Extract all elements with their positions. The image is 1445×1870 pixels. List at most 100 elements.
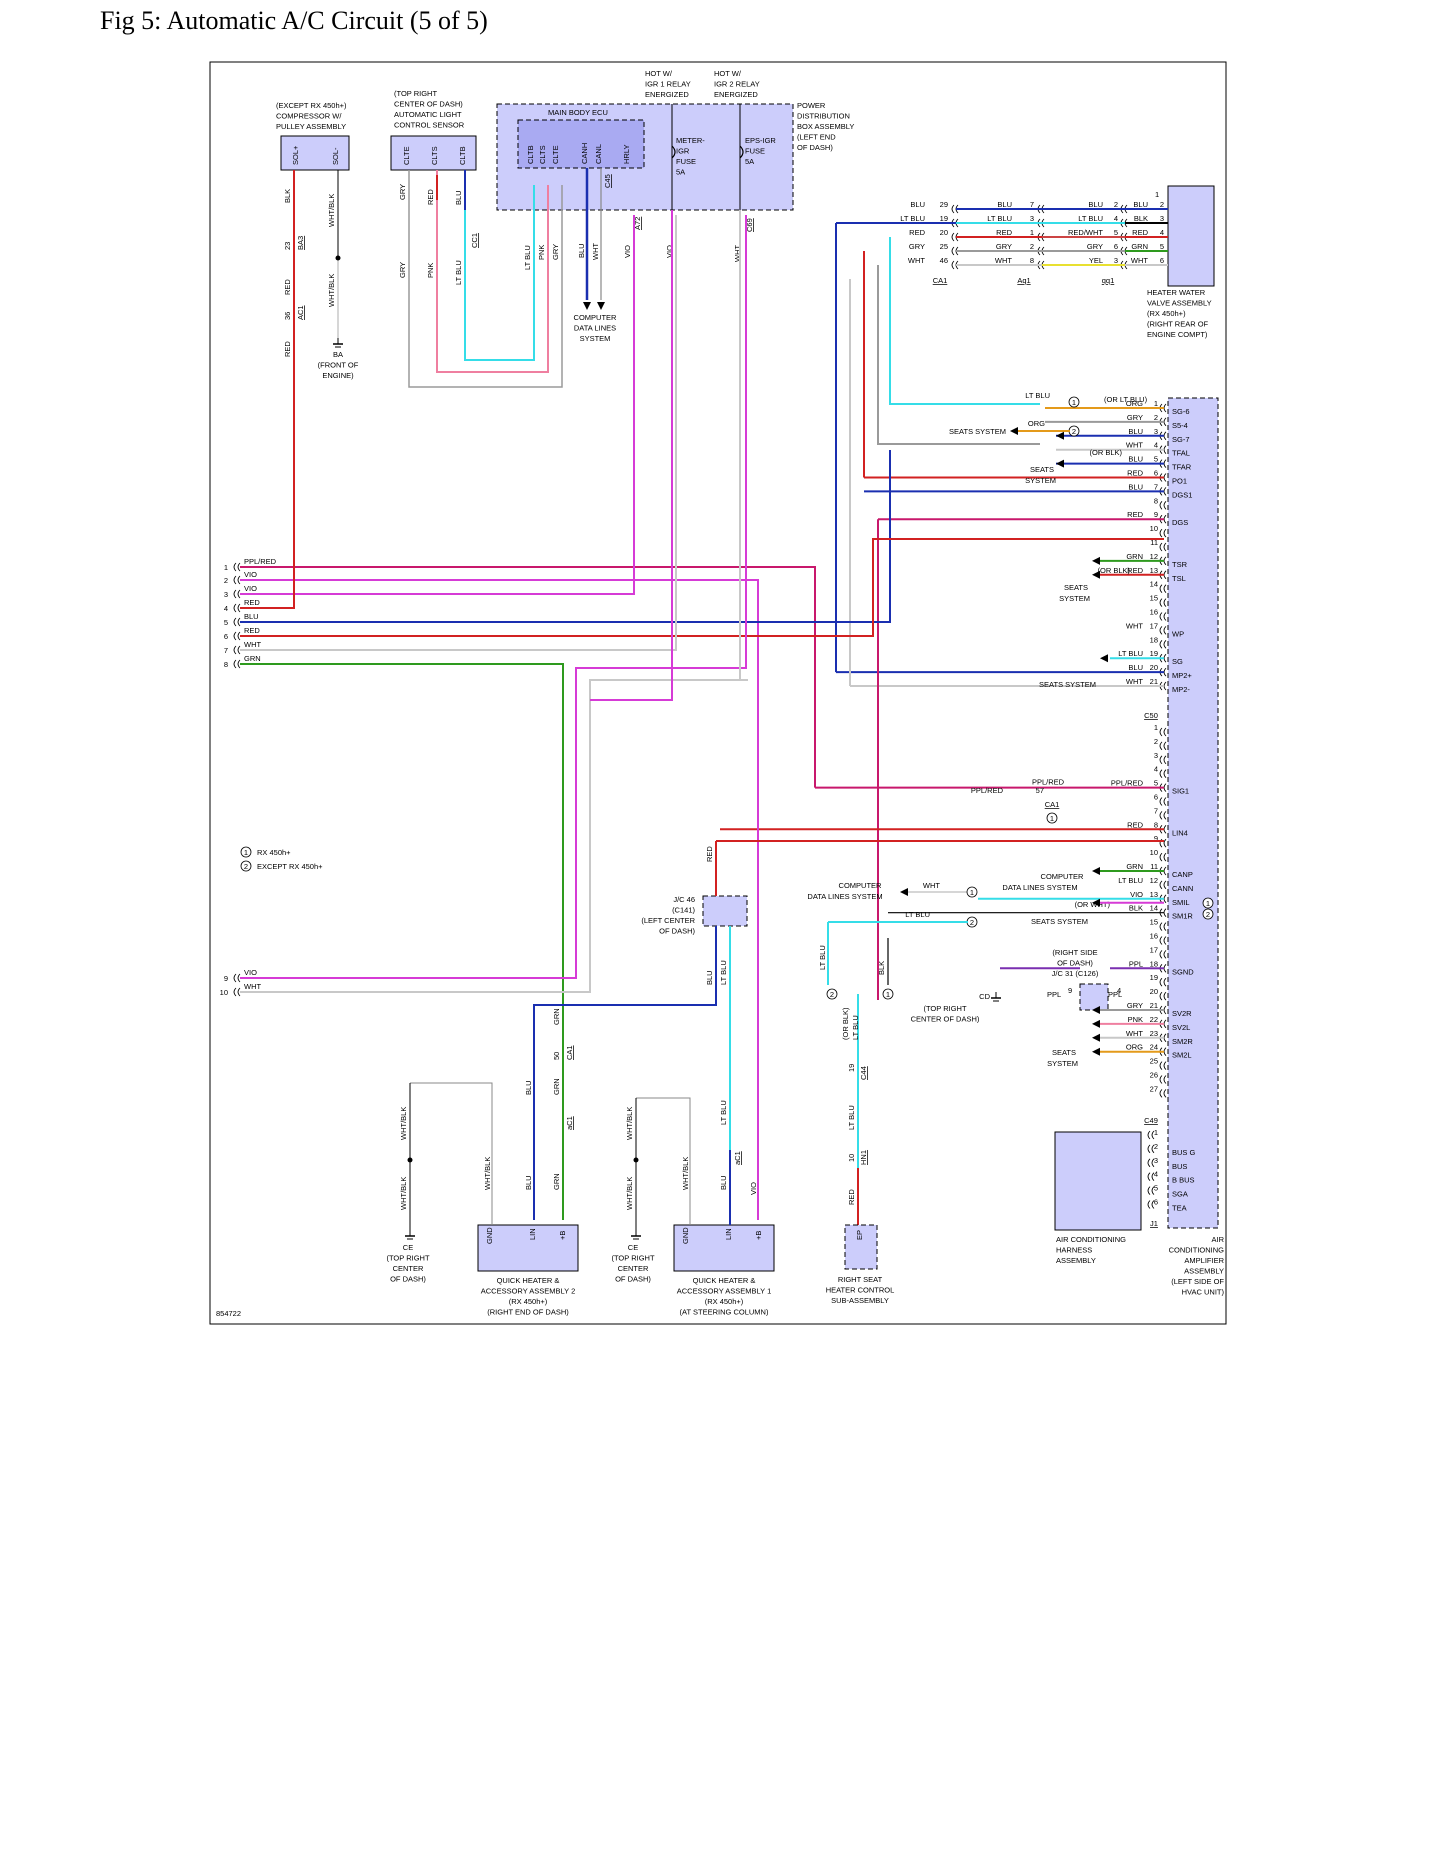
wire-color-label: VIO (749, 1182, 758, 1195)
page-title: Fig 5: Automatic A/C Circuit (5 of 5) (100, 6, 488, 35)
jc31-box (1079, 983, 1109, 1011)
pin-number: 17 (1150, 621, 1158, 630)
component-label: (FRONT OF (318, 361, 359, 370)
wire-color-label: LT BLU (1078, 214, 1103, 223)
wire-color-label: RED (847, 1189, 856, 1205)
pin-number: 18 (1150, 959, 1158, 968)
component-label: FUSE (745, 147, 765, 156)
compressor-box (280, 135, 350, 171)
wire-color-label: WHT (1126, 441, 1143, 450)
wire-color-label: BLU (1128, 455, 1143, 464)
wire-color-label: GRN (244, 654, 261, 663)
component-label: CONDITIONING (1169, 1246, 1225, 1255)
pin-number: 14 (1150, 580, 1158, 589)
wire-color-label: VIO (1130, 890, 1143, 899)
component-label: DATA LINES (574, 324, 616, 333)
wire-color-label: BLU (577, 243, 586, 258)
pin-number: 11 (1150, 538, 1158, 547)
connector-mark (1159, 598, 1167, 607)
pin-number: 6 (1154, 1198, 1158, 1207)
pin-name: CANH (580, 143, 589, 164)
variant-number: 1 (1072, 398, 1076, 407)
connector-mark (1159, 584, 1167, 593)
wire-color-label: PNK (1128, 1015, 1143, 1024)
wire-color-label: LT BLU (905, 910, 930, 919)
variant-circle (966, 886, 978, 898)
pin-number: 25 (940, 242, 948, 251)
wire-color-label: GRN (552, 1173, 561, 1190)
connector-id: CA1 (565, 1045, 574, 1060)
variant-circle (826, 988, 838, 1000)
pin-number: 23 (1150, 1029, 1158, 1038)
pin-number: 20 (1150, 663, 1158, 672)
component-label: DISTRIBUTION (797, 112, 850, 121)
wire-color-label: PPL (1129, 959, 1143, 968)
connector-id: A72 (633, 217, 642, 230)
component-label: CE (628, 1243, 638, 1252)
component-label: AIR CONDITIONING (1056, 1235, 1126, 1244)
connector-id: BA3 (296, 236, 305, 250)
pin-name: SOL+ (291, 145, 300, 165)
connector-mark (233, 645, 241, 655)
pin-name: BUS (1172, 1162, 1187, 1171)
component-label: OF DASH) (615, 1275, 651, 1284)
pin-name: CANN (1172, 884, 1193, 893)
wire-color-label: VIO (244, 570, 257, 579)
connector-mark (1159, 612, 1167, 621)
wire-color-label: WHT/BLK (625, 1107, 634, 1140)
connector-id: HN1 (859, 1150, 868, 1165)
wire-color-label: PNK (426, 263, 435, 278)
jc46-box (702, 895, 748, 927)
splice-dot (407, 1157, 413, 1163)
wire-color-label: GRN (552, 1078, 561, 1095)
wire-vio (590, 210, 673, 701)
wire-color-label: YEL (1089, 256, 1103, 265)
pin-name: BUS G (1172, 1148, 1196, 1157)
connector-mark (233, 987, 241, 997)
variant-number: 1 (970, 888, 974, 897)
component-label: METER- (676, 136, 705, 145)
pin-number: 10 (1150, 848, 1158, 857)
wire-gry (877, 265, 1040, 445)
wire-color-label: PPL/RED (244, 557, 277, 566)
connector-id: aC1 (565, 1116, 574, 1130)
pin-name: SIG1 (1172, 787, 1189, 796)
wire-color-label: WHT/BLK (399, 1177, 408, 1210)
wire-color-label: BLK (283, 189, 292, 203)
pin-number: 8 (1154, 820, 1158, 829)
component-label: COMPUTER (574, 313, 618, 322)
pin-name: CANP (1172, 870, 1193, 879)
variant-number: 2 (970, 918, 974, 927)
pin-number: 19 (1150, 649, 1158, 658)
pin-name: SGA (1172, 1190, 1188, 1199)
ecu-label: MAIN BODY ECU (548, 108, 608, 117)
pin-name: TSL (1172, 574, 1186, 583)
pin-name: CLTB (526, 145, 535, 164)
variant-number: 2 (1206, 910, 1210, 919)
wire-color-label: GRY (996, 242, 1012, 251)
component-label: CENTER OF DASH) (911, 1015, 980, 1024)
wire-color-label: WHT/BLK (327, 194, 336, 227)
pin-name: GND (681, 1227, 690, 1244)
seats-system-label: SYSTEM (1025, 476, 1056, 485)
wire-gry (408, 170, 563, 388)
component-label: BOX ASSEMBLY (797, 122, 854, 131)
pin-number: 27 (1150, 1084, 1158, 1093)
variant-number: 1 (244, 848, 248, 857)
wire-color-label: RED (705, 846, 714, 862)
alt-color-label: (OR BLK) (1097, 566, 1130, 575)
pin-name: CLTE (551, 145, 560, 164)
pin-number: 6 (224, 632, 228, 641)
connector-id: C49 (1144, 1116, 1158, 1125)
pin-name: CLTE (402, 146, 411, 165)
wire-vio (240, 215, 635, 595)
fuse-icon (671, 145, 676, 159)
pin-number: 2 (224, 576, 228, 585)
pin-name: B BUS (1172, 1176, 1195, 1185)
component-label: HOT W/ (645, 69, 673, 78)
component-label: HEATER WATER (1147, 288, 1206, 297)
wire-color-label: BLU (524, 1175, 533, 1190)
arrow-left-icon (1092, 1019, 1100, 1028)
component-label: (RIGHT END OF DASH) (487, 1308, 569, 1317)
wire-color-label: WHT (244, 982, 261, 991)
